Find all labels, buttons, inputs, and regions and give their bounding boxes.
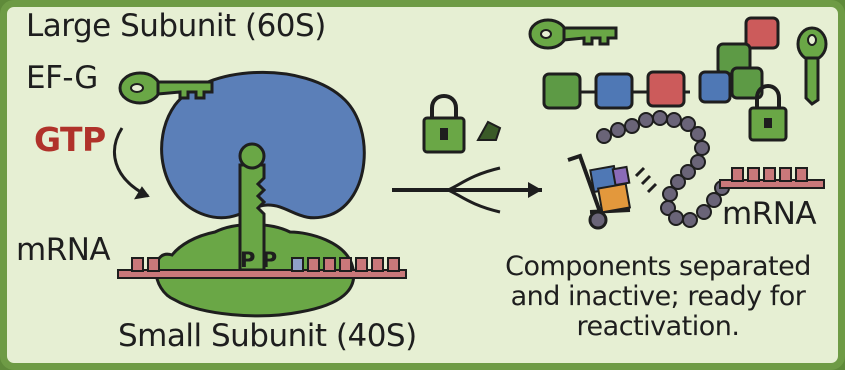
reversible-arrow-icon [392,166,542,214]
block-chain-icon [542,70,690,110]
gtp-label: GTP [34,120,106,159]
small-subunit-label: Small Subunit (40S) [118,318,417,354]
block-cluster-icon [698,16,780,104]
bead-chain-icon [596,110,730,228]
padlock-icon [422,94,466,154]
key-icon-right [796,26,828,106]
large-subunit-shape [160,70,366,220]
mrna-strand-left [117,257,407,279]
padlock-icon-right [748,84,788,142]
caption-text: Components separated and inactive; ready… [505,251,811,342]
small-fragment-icon [476,120,502,141]
key-stem-icon [238,142,267,272]
ef-g-key-icon [118,71,214,105]
p-site-label: P P [240,248,277,272]
mrna-strand-right [719,167,825,189]
key-icon-top [528,18,618,50]
ef-g-label: EF-G [26,60,98,96]
hand-truck-icon [567,153,658,230]
mrna-label-left: mRNA [16,232,111,268]
mrna-label-right: mRNA [722,196,817,232]
large-subunit-label: Large Subunit (60S) [26,8,326,44]
curved-arrow-icon [113,127,150,200]
